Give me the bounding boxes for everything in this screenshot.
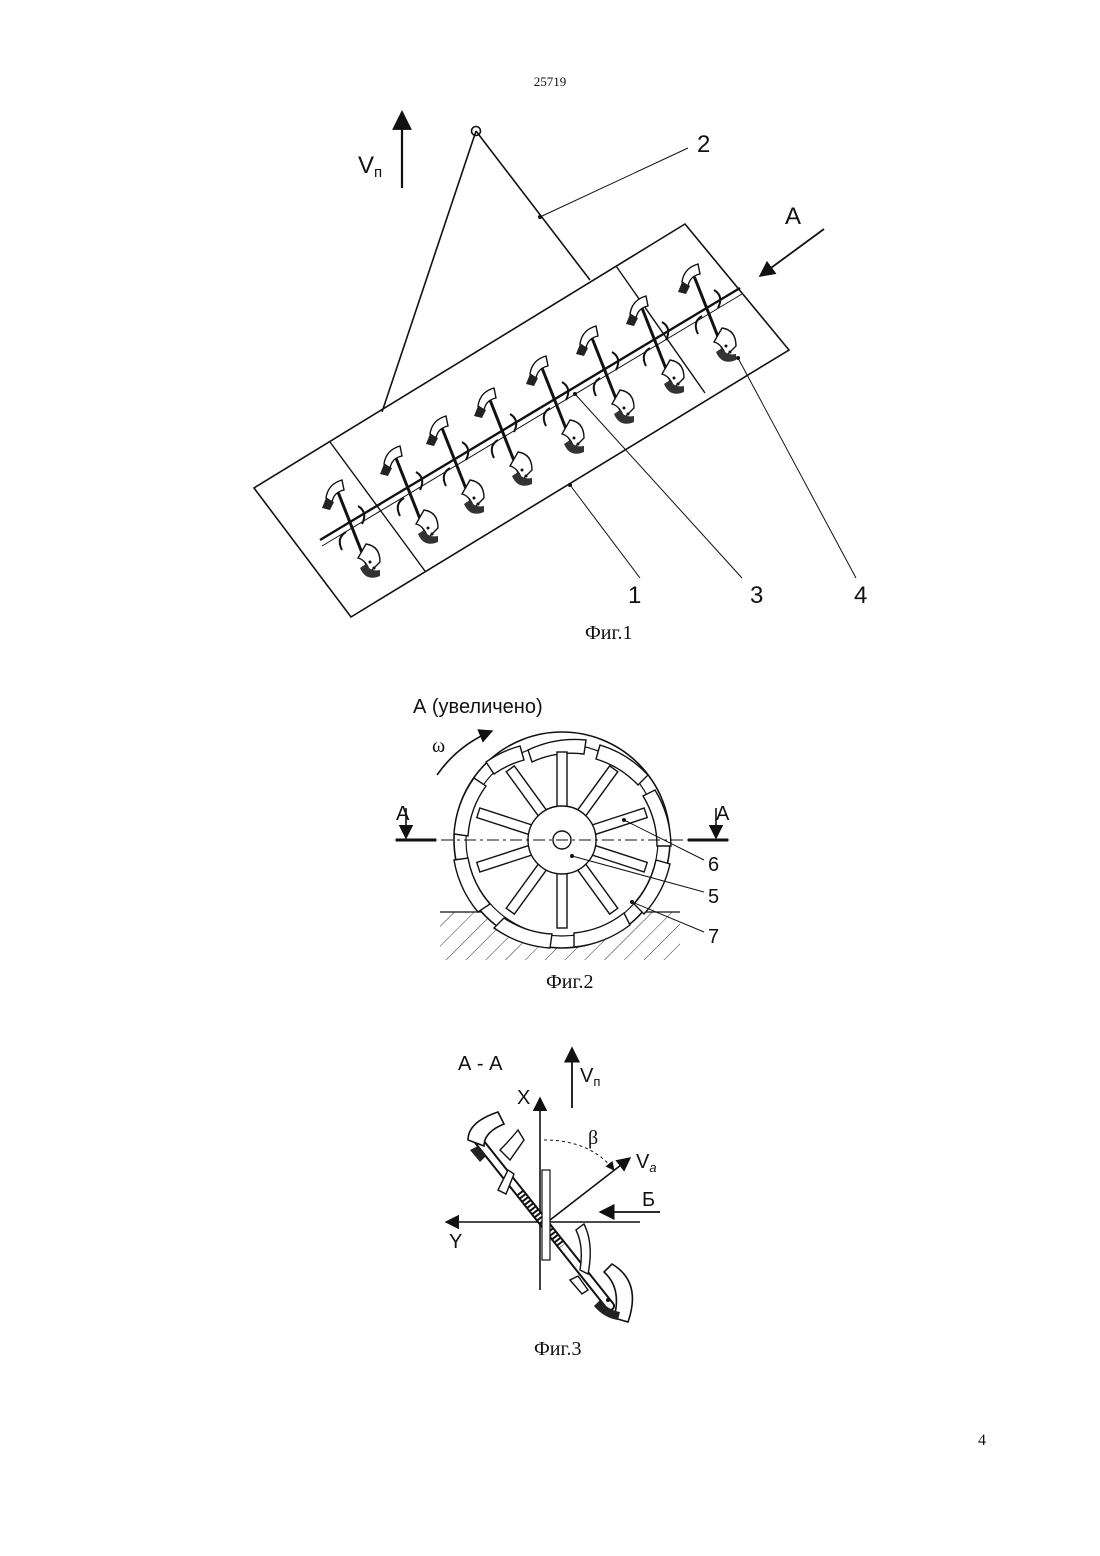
fig3-beta-arc [544, 1140, 614, 1170]
fig2-caption: Фиг.2 [546, 971, 593, 994]
fig1-rotor [626, 296, 684, 394]
fig3-drawing: А - А Vп X Y Va β Б [446, 1048, 660, 1322]
fig1-rotor [576, 326, 634, 424]
fig2-callout: 5 [708, 886, 719, 908]
fig1-callout: 3 [750, 582, 763, 609]
fig1-rotor [426, 416, 484, 514]
fig3-caption: Фиг.3 [534, 1338, 581, 1361]
fig1-rotor [380, 446, 438, 544]
fig1-hitch-bar-right [476, 131, 590, 280]
fig2-callout: 6 [708, 854, 719, 876]
fig2-callout: 7 [708, 926, 719, 948]
fig2-drawing: А (увеличено) ω [395, 696, 730, 960]
fig1-rotor [526, 356, 584, 454]
fig3-beta-label: β [588, 1127, 598, 1149]
fig2-section-mark-left: А [396, 803, 410, 825]
fig1-rotor [678, 264, 736, 362]
fig1-callout: 4 [854, 582, 867, 609]
fig3-velocity-label: Vп [580, 1065, 600, 1089]
fig1-rotor [474, 388, 532, 486]
fig1-caption: Фиг.1 [585, 622, 632, 645]
fig1-drawing: Vп А [254, 112, 867, 617]
fig3-b-label: Б [642, 1189, 655, 1211]
fig1-hitch-bar-left [382, 131, 476, 412]
fig3-title: А - А [458, 1053, 503, 1075]
fig1-callout: 1 [628, 582, 641, 609]
fig1-view-label: А [785, 203, 801, 230]
fig2-title: А (увеличено) [413, 696, 543, 718]
fig3-va-label: Va [636, 1151, 657, 1175]
fig3-axis-y-label: Y [449, 1231, 462, 1253]
page-number: 4 [978, 1432, 986, 1450]
fig1-main-shaft [320, 288, 740, 540]
fig1-leader-2 [540, 148, 688, 217]
fig1-leader-3 [575, 394, 742, 578]
fig1-view-arrow [760, 229, 824, 276]
fig2-section-mark-right: А [716, 803, 730, 825]
fig1-frame [254, 224, 789, 617]
fig3-tine-assembly [468, 1112, 632, 1322]
fig2-omega-label: ω [432, 735, 445, 757]
fig3-va-arrow [550, 1158, 630, 1220]
fig1-leader-4 [738, 358, 856, 578]
fig3-axis-x-label: X [517, 1087, 530, 1109]
fig1-rotor [322, 480, 380, 578]
fig1-velocity-label: Vп [358, 152, 382, 181]
fig1-leader-1 [570, 485, 640, 578]
fig1-callout: 2 [697, 131, 710, 158]
fig1-section-divider [616, 266, 705, 393]
